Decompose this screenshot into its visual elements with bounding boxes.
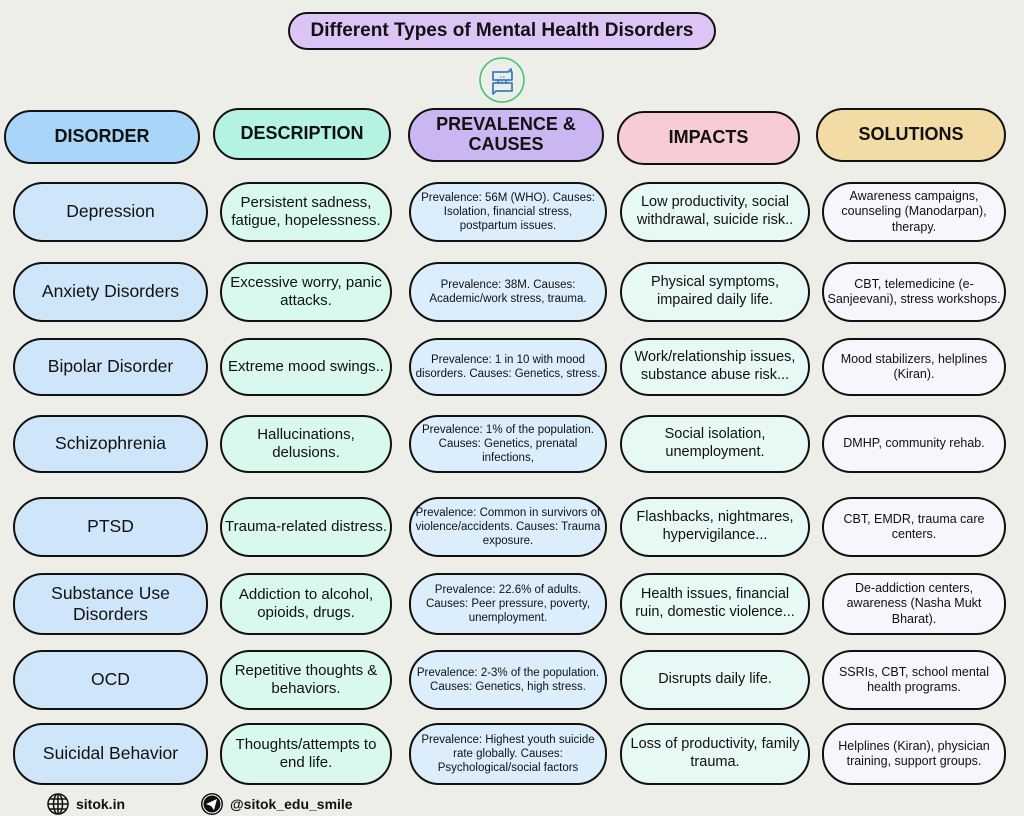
header-prevalence-causes: PREVALENCE & CAUSES [408,108,604,162]
telegram-icon [201,793,223,815]
cell-disorder: Anxiety Disorders [13,262,208,322]
header-solutions: SOLUTIONS [816,108,1006,162]
header-description: DESCRIPTION [213,108,391,160]
handle-text: @sitok_edu_smile [230,796,353,812]
cell-description: Repetitive thoughts & behaviors. [220,650,392,710]
cell-disorder: Substance Use Disorders [13,573,208,635]
cell-description: Extreme mood swings.. [220,338,392,396]
cell-prevalence-causes: Prevalence: Highest youth suicide rate g… [409,723,607,785]
cell-description: Trauma-related distress. [220,497,392,557]
footer-website[interactable]: sitok.in [46,792,125,816]
cell-disorder: Schizophrenia [13,415,208,473]
globe-icon [47,793,69,815]
cell-impacts: Flashbacks, nightmares, hypervigilance..… [620,497,810,557]
cell-description: Excessive worry, panic attacks. [220,262,392,322]
page-title: Different Types of Mental Health Disorde… [288,12,716,50]
cell-description: Persistent sadness, fatigue, hopelessnes… [220,182,392,242]
cell-prevalence-causes: Prevalence: 22.6% of adults. Causes: Pee… [409,573,607,635]
cell-solutions: Mood stabilizers, helplines (Kiran). [822,338,1006,396]
cell-prevalence-causes: Prevalence: 1% of the population. Causes… [409,415,607,473]
cell-prevalence-causes: Prevalence: Common in survivors of viole… [409,497,607,557]
cell-impacts: Health issues, financial ruin, domestic … [620,573,810,635]
cell-disorder: Bipolar Disorder [13,338,208,396]
cell-solutions: DMHP, community rehab. [822,415,1006,473]
cell-solutions: De-addiction centers, awareness (Nasha M… [822,573,1006,635]
cell-impacts: Disrupts daily life. [620,650,810,710]
cell-disorder: Suicidal Behavior [13,723,208,785]
cell-prevalence-causes: Prevalence: 2-3% of the population. Caus… [409,650,607,710]
cell-prevalence-causes: Prevalence: 56M (WHO). Causes: Isolation… [409,182,607,242]
cell-impacts: Loss of productivity, family trauma. [620,723,810,785]
cell-solutions: CBT, telemedicine (e-Sanjeevani), stress… [822,262,1006,322]
cell-impacts: Social isolation, unemployment. [620,415,810,473]
header-impacts: IMPACTS [617,111,800,165]
website-text: sitok.in [76,796,126,812]
footer-telegram[interactable]: @sitok_edu_smile [200,792,353,816]
cell-prevalence-causes: Prevalence: 38M. Causes: Academic/work s… [409,262,607,322]
cell-solutions: Awareness campaigns, counseling (Manodar… [822,182,1006,242]
cell-prevalence-causes: Prevalence: 1 in 10 with mood disorders.… [409,338,607,396]
cell-description: Hallucinations, delusions. [220,415,392,473]
cell-impacts: Low productivity, social withdrawal, sui… [620,182,810,242]
cell-description: Thoughts/attempts to end life. [220,723,392,785]
cell-disorder: Depression [13,182,208,242]
cell-disorder: PTSD [13,497,208,557]
cell-description: Addiction to alcohol, opioids, drugs. [220,573,392,635]
cell-solutions: SSRIs, CBT, school mental health program… [822,650,1006,710]
cell-solutions: Helplines (Kiran), physician training, s… [822,723,1006,785]
cell-solutions: CBT, EMDR, trauma care centers. [822,497,1006,557]
cell-impacts: Work/relationship issues, substance abus… [620,338,810,396]
cell-impacts: Physical symptoms, impaired daily life. [620,262,810,322]
cell-disorder: OCD [13,650,208,710]
header-disorder: DISORDER [4,110,200,164]
chat-bubbles-logo-icon [479,57,525,103]
